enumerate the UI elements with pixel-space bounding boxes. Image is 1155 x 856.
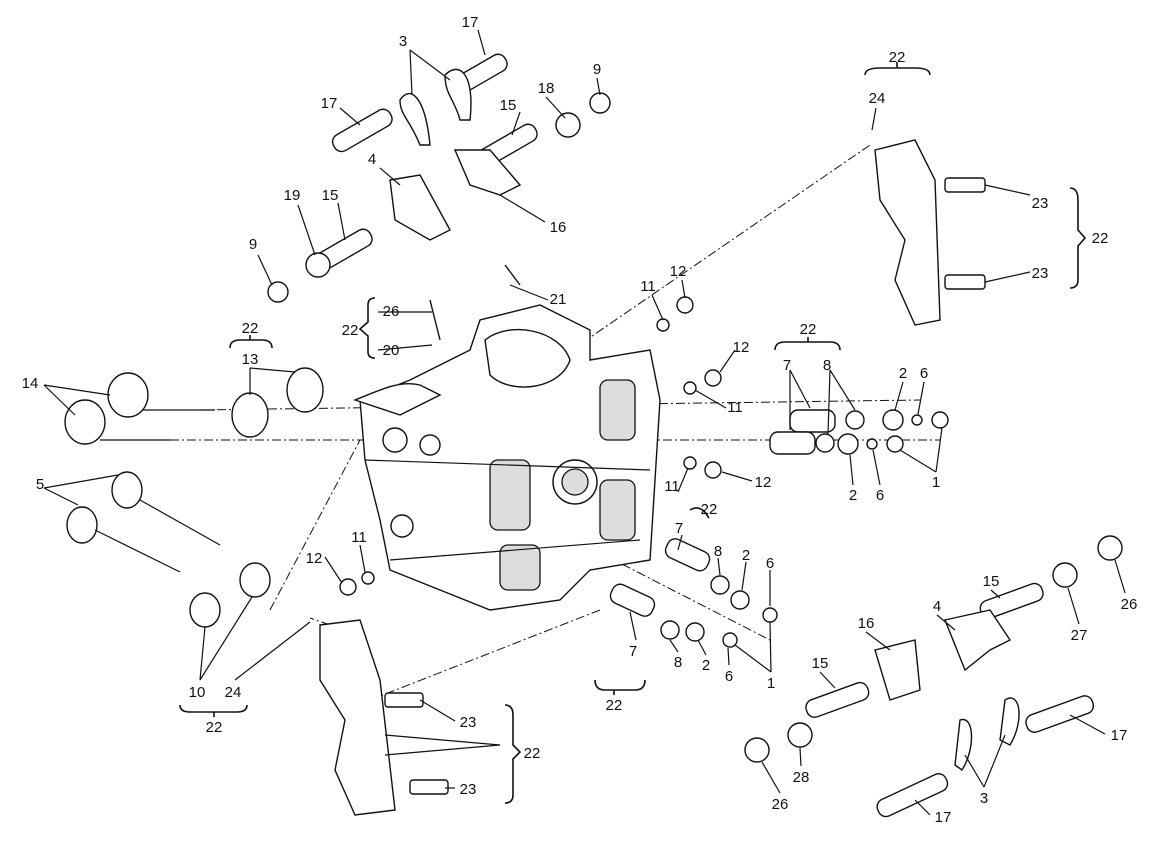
callout: 9 — [593, 61, 601, 78]
callout: 12 — [733, 339, 750, 356]
callout: 26 — [1121, 596, 1138, 613]
leader-lines — [43, 29, 1126, 816]
callout: 3 — [980, 790, 988, 807]
callout: 5 — [36, 476, 44, 493]
callout: 9 — [249, 236, 257, 253]
callout: 24 — [869, 90, 886, 107]
callout: 21 — [550, 291, 567, 308]
callout: 22 — [800, 321, 817, 338]
callout: 22 — [889, 49, 906, 66]
callout: 2 — [849, 487, 857, 504]
callout: 6 — [876, 487, 884, 504]
callout: 11 — [727, 399, 743, 416]
callout: 11 — [351, 529, 367, 546]
callout: 17 — [935, 809, 952, 826]
callout: 3 — [399, 33, 407, 50]
callout: 22 — [1092, 230, 1109, 247]
callout: 15 — [322, 187, 339, 204]
callout: 4 — [933, 598, 941, 615]
callout: 11 — [640, 278, 656, 295]
callout: 11 — [664, 478, 680, 495]
callout: 23 — [460, 781, 477, 798]
callout: 17 — [321, 95, 338, 112]
callout: 22 — [701, 501, 718, 518]
callout: 12 — [306, 550, 323, 567]
callout: 7 — [675, 520, 683, 537]
callout: 28 — [793, 769, 810, 786]
callout: 8 — [714, 543, 722, 560]
callout: 17 — [462, 14, 479, 31]
callout: 15 — [983, 573, 1000, 590]
group-brackets — [179, 62, 1087, 804]
callout: 8 — [823, 357, 831, 374]
callout: 2 — [702, 657, 710, 674]
callout: 12 — [755, 474, 772, 491]
callout: 23 — [1032, 195, 1049, 212]
callout: 14 — [22, 375, 39, 392]
callout: 22 — [524, 745, 541, 762]
callout: 17 — [1111, 727, 1128, 744]
callout: 10 — [189, 684, 206, 701]
callout: 2 — [899, 365, 907, 382]
callout: 22 — [206, 719, 223, 736]
callout: 23 — [1032, 265, 1049, 282]
callout: 22 — [606, 697, 623, 714]
callout: 16 — [858, 615, 875, 632]
callout: 6 — [766, 555, 774, 572]
callout: 16 — [550, 219, 567, 236]
callout: 18 — [538, 80, 555, 97]
lower-rocker-parts — [429, 264, 1123, 818]
callout: 15 — [500, 97, 517, 114]
cylinder-head — [352, 304, 661, 611]
callout: 22 — [242, 320, 259, 337]
callout: 24 — [225, 684, 242, 701]
callout: 23 — [460, 714, 477, 731]
callout: 19 — [284, 187, 301, 204]
callout: 22 — [342, 322, 359, 339]
callout: 7 — [629, 643, 637, 660]
callout: 8 — [674, 654, 682, 671]
valves-left — [64, 367, 324, 628]
callout: 6 — [725, 668, 733, 685]
callout: 6 — [920, 365, 928, 382]
tappet-parts — [339, 296, 949, 648]
callout: 4 — [368, 151, 376, 168]
callout: 26 — [772, 796, 789, 813]
callout: 26 — [383, 303, 400, 320]
callout: 13 — [242, 351, 259, 368]
callout: 1 — [932, 474, 940, 491]
upper-rocker-parts — [267, 53, 611, 303]
callout: 20 — [383, 342, 400, 359]
callout: 2 — [742, 547, 750, 564]
callout-labels: 17 3 9 18 17 15 4 16 15 19 9 22 24 23 22… — [22, 14, 1138, 826]
callout: 27 — [1071, 627, 1088, 644]
callout: 12 — [670, 263, 687, 280]
callout: 1 — [767, 675, 775, 692]
callout: 15 — [812, 655, 829, 672]
callout: 7 — [783, 357, 791, 374]
